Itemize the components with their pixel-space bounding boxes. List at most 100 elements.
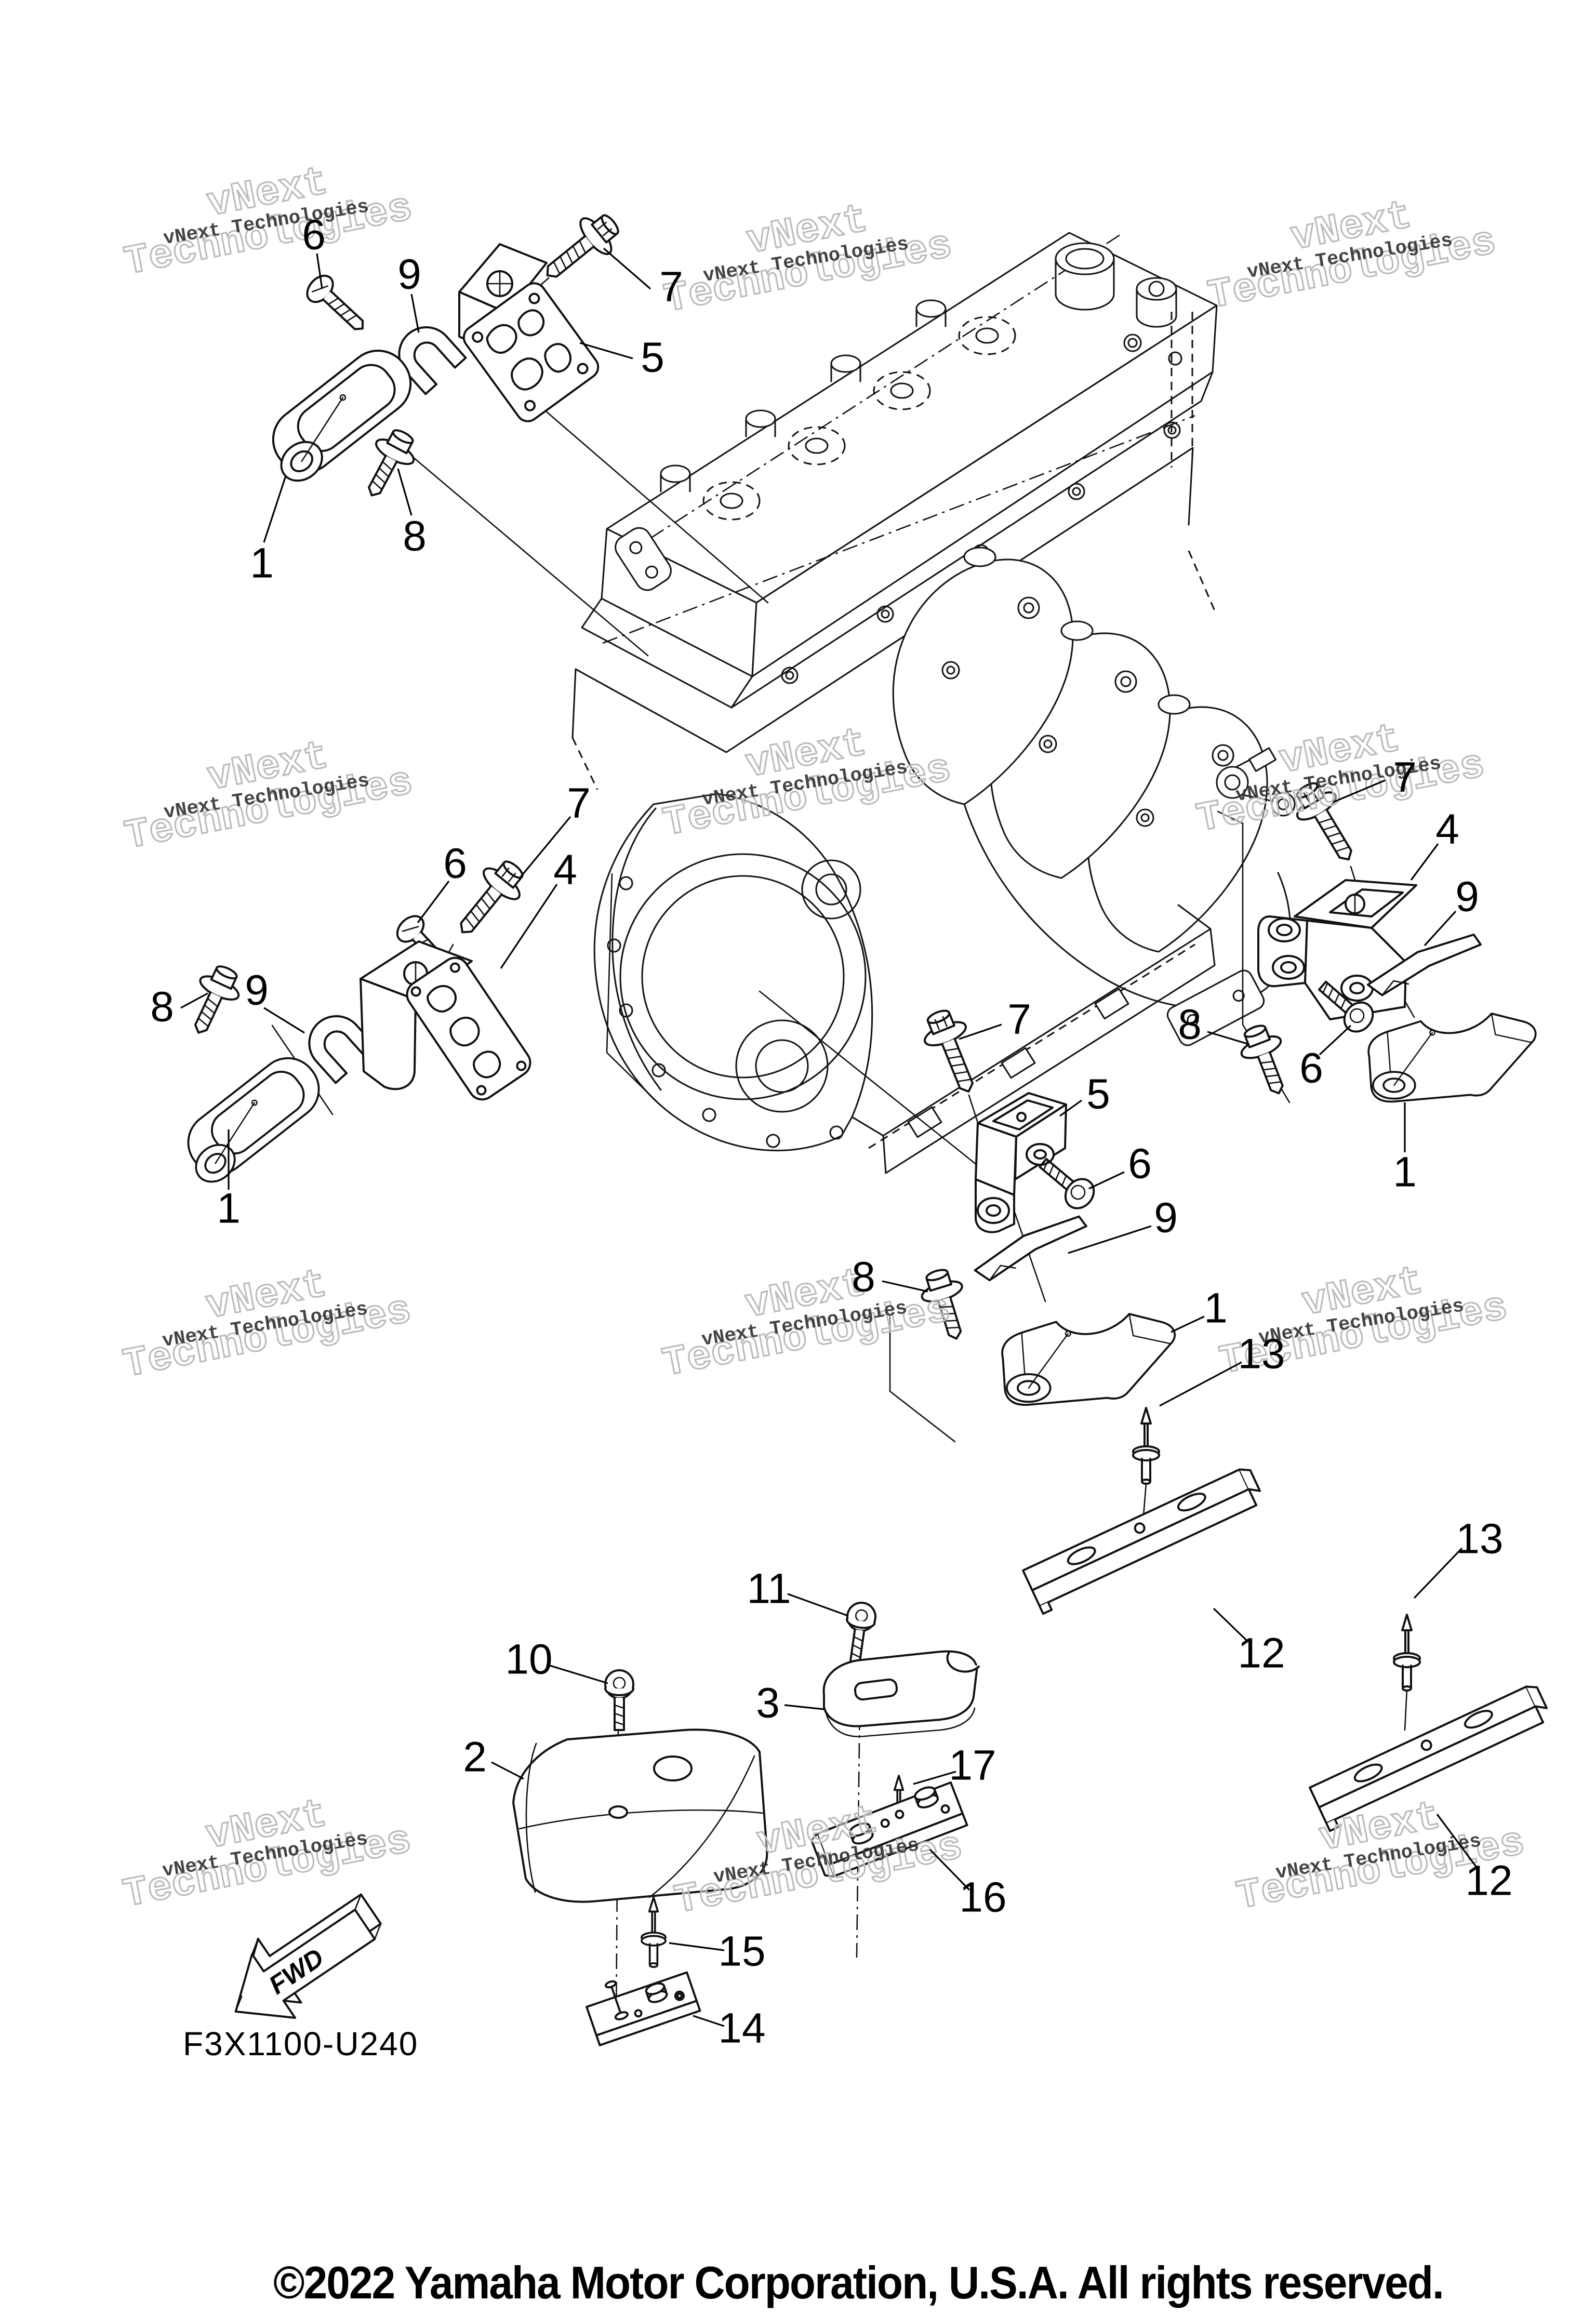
callout-1-23: 1 (1171, 1285, 1228, 1333)
screw-6a (301, 270, 374, 341)
copyright-line: ©2022 Yamaha Motor Corporation, U.S.A. A… (273, 2257, 1443, 2308)
callout-17-32: 17 (913, 1742, 996, 1789)
screw-11 (840, 1600, 879, 1665)
mount-group-left (170, 851, 534, 1191)
gasket-bolt-holes (607, 876, 844, 1148)
mount-group-top-left (255, 204, 629, 505)
callout-number: 6 (302, 211, 326, 259)
callout-leader (1413, 1547, 1463, 1599)
callout-leader (913, 1771, 956, 1785)
cushion-3 (822, 1650, 980, 1737)
callout-12-25: 12 (1213, 1607, 1285, 1677)
callout-6-16: 6 (1299, 1025, 1352, 1092)
callout-number: 5 (641, 334, 664, 381)
callout-1-17: 1 (1393, 1102, 1417, 1196)
callout-leader (1207, 1031, 1249, 1045)
bracket-4a (360, 940, 531, 1101)
pan-feet (907, 988, 1129, 1138)
callout-leader (520, 816, 571, 878)
rubber-mount-1a (255, 337, 424, 490)
callout-5-19: 5 (1059, 1071, 1110, 1118)
callout-leader (603, 247, 651, 290)
callout-leader (1333, 779, 1386, 803)
callout-leader (1059, 1099, 1082, 1117)
callout-leader (491, 1761, 524, 1780)
callout-leader (1213, 1607, 1248, 1642)
callout-leader (316, 253, 323, 289)
callout-number: 2 (463, 1734, 487, 1781)
fwd-arrow: FWD (234, 1893, 382, 2019)
callout-13-26: 13 (1413, 1515, 1504, 1599)
callout-number: 4 (1435, 806, 1459, 853)
callout-8-15: 8 (1178, 1001, 1249, 1048)
callout-5-3: 5 (579, 334, 664, 381)
callout-number: 11 (747, 1565, 791, 1613)
callout-number: 1 (1393, 1149, 1417, 1196)
callout-number: 1 (250, 540, 274, 587)
callout-leader (1088, 1171, 1125, 1190)
callout-number: 9 (1455, 873, 1479, 921)
cover-2 (512, 1728, 768, 1903)
pin-13b (1393, 1614, 1421, 1692)
callout-number: 8 (150, 983, 174, 1031)
callout-leader (397, 468, 413, 516)
callout-9-1: 9 (397, 251, 421, 333)
callout-10-29: 10 (505, 1636, 608, 1684)
manifold-ports (963, 547, 1191, 715)
callout-number: 10 (505, 1636, 552, 1683)
callout-7-12: 7 (1333, 754, 1417, 803)
callout-number: 1 (1204, 1285, 1228, 1332)
callout-number: 9 (1154, 1194, 1178, 1242)
cover-bosses (660, 299, 947, 493)
callout-leader (693, 2015, 725, 2027)
screw-10 (604, 1669, 634, 1731)
callout-number: 8 (852, 1254, 875, 1301)
callout-leader (1424, 910, 1457, 947)
callout-number: 9 (397, 251, 421, 298)
callout-number: 7 (659, 263, 683, 311)
callout-leader (263, 475, 287, 543)
callout-leader (500, 884, 558, 969)
callout-8-6: 8 (150, 983, 208, 1031)
callout-leader (929, 1848, 970, 1891)
callout-8-22: 8 (852, 1254, 928, 1301)
callout-number: 5 (1086, 1071, 1110, 1118)
callout-number: 12 (1238, 1630, 1285, 1677)
callout-1-5: 1 (250, 475, 287, 587)
callout-leader (579, 342, 633, 360)
callout-9-21: 9 (1068, 1194, 1178, 1254)
plate-14 (586, 1971, 701, 2046)
oil-cooler (1216, 747, 1296, 817)
callout-number: 7 (1393, 754, 1417, 801)
callout-leader (546, 1664, 608, 1684)
callout-11-28: 11 (747, 1565, 848, 1617)
callout-number: 6 (1299, 1045, 1323, 1092)
manifold-bosses (941, 596, 1234, 827)
plug-wells (702, 316, 1016, 521)
mount-1d (1001, 1313, 1176, 1406)
callout-leader (263, 1007, 305, 1034)
callout-number: 1 (217, 1185, 241, 1232)
callout-6-0: 6 (302, 211, 326, 289)
bracket-5b (975, 1092, 1067, 1233)
callout-number: 3 (756, 1680, 780, 1727)
mount-group-center (914, 1003, 1176, 1406)
callout-4-9: 4 (500, 846, 577, 969)
plate-16 (810, 1781, 968, 1878)
callout-1-11: 1 (217, 1129, 241, 1232)
callout-7-2: 7 (603, 247, 683, 311)
damper-cover-group (512, 1600, 980, 2046)
callout-16-33: 16 (929, 1848, 1007, 1921)
callout-9-14: 9 (1424, 873, 1479, 947)
callout-number: 15 (718, 1928, 765, 1975)
callout-15-34: 15 (669, 1928, 766, 1975)
callout-leader (1068, 1225, 1152, 1254)
callout-4-13: 4 (1410, 806, 1459, 881)
pin-13a (1132, 1407, 1160, 1485)
callout-number: 13 (1238, 1331, 1285, 1378)
callout-number: 8 (403, 513, 427, 560)
